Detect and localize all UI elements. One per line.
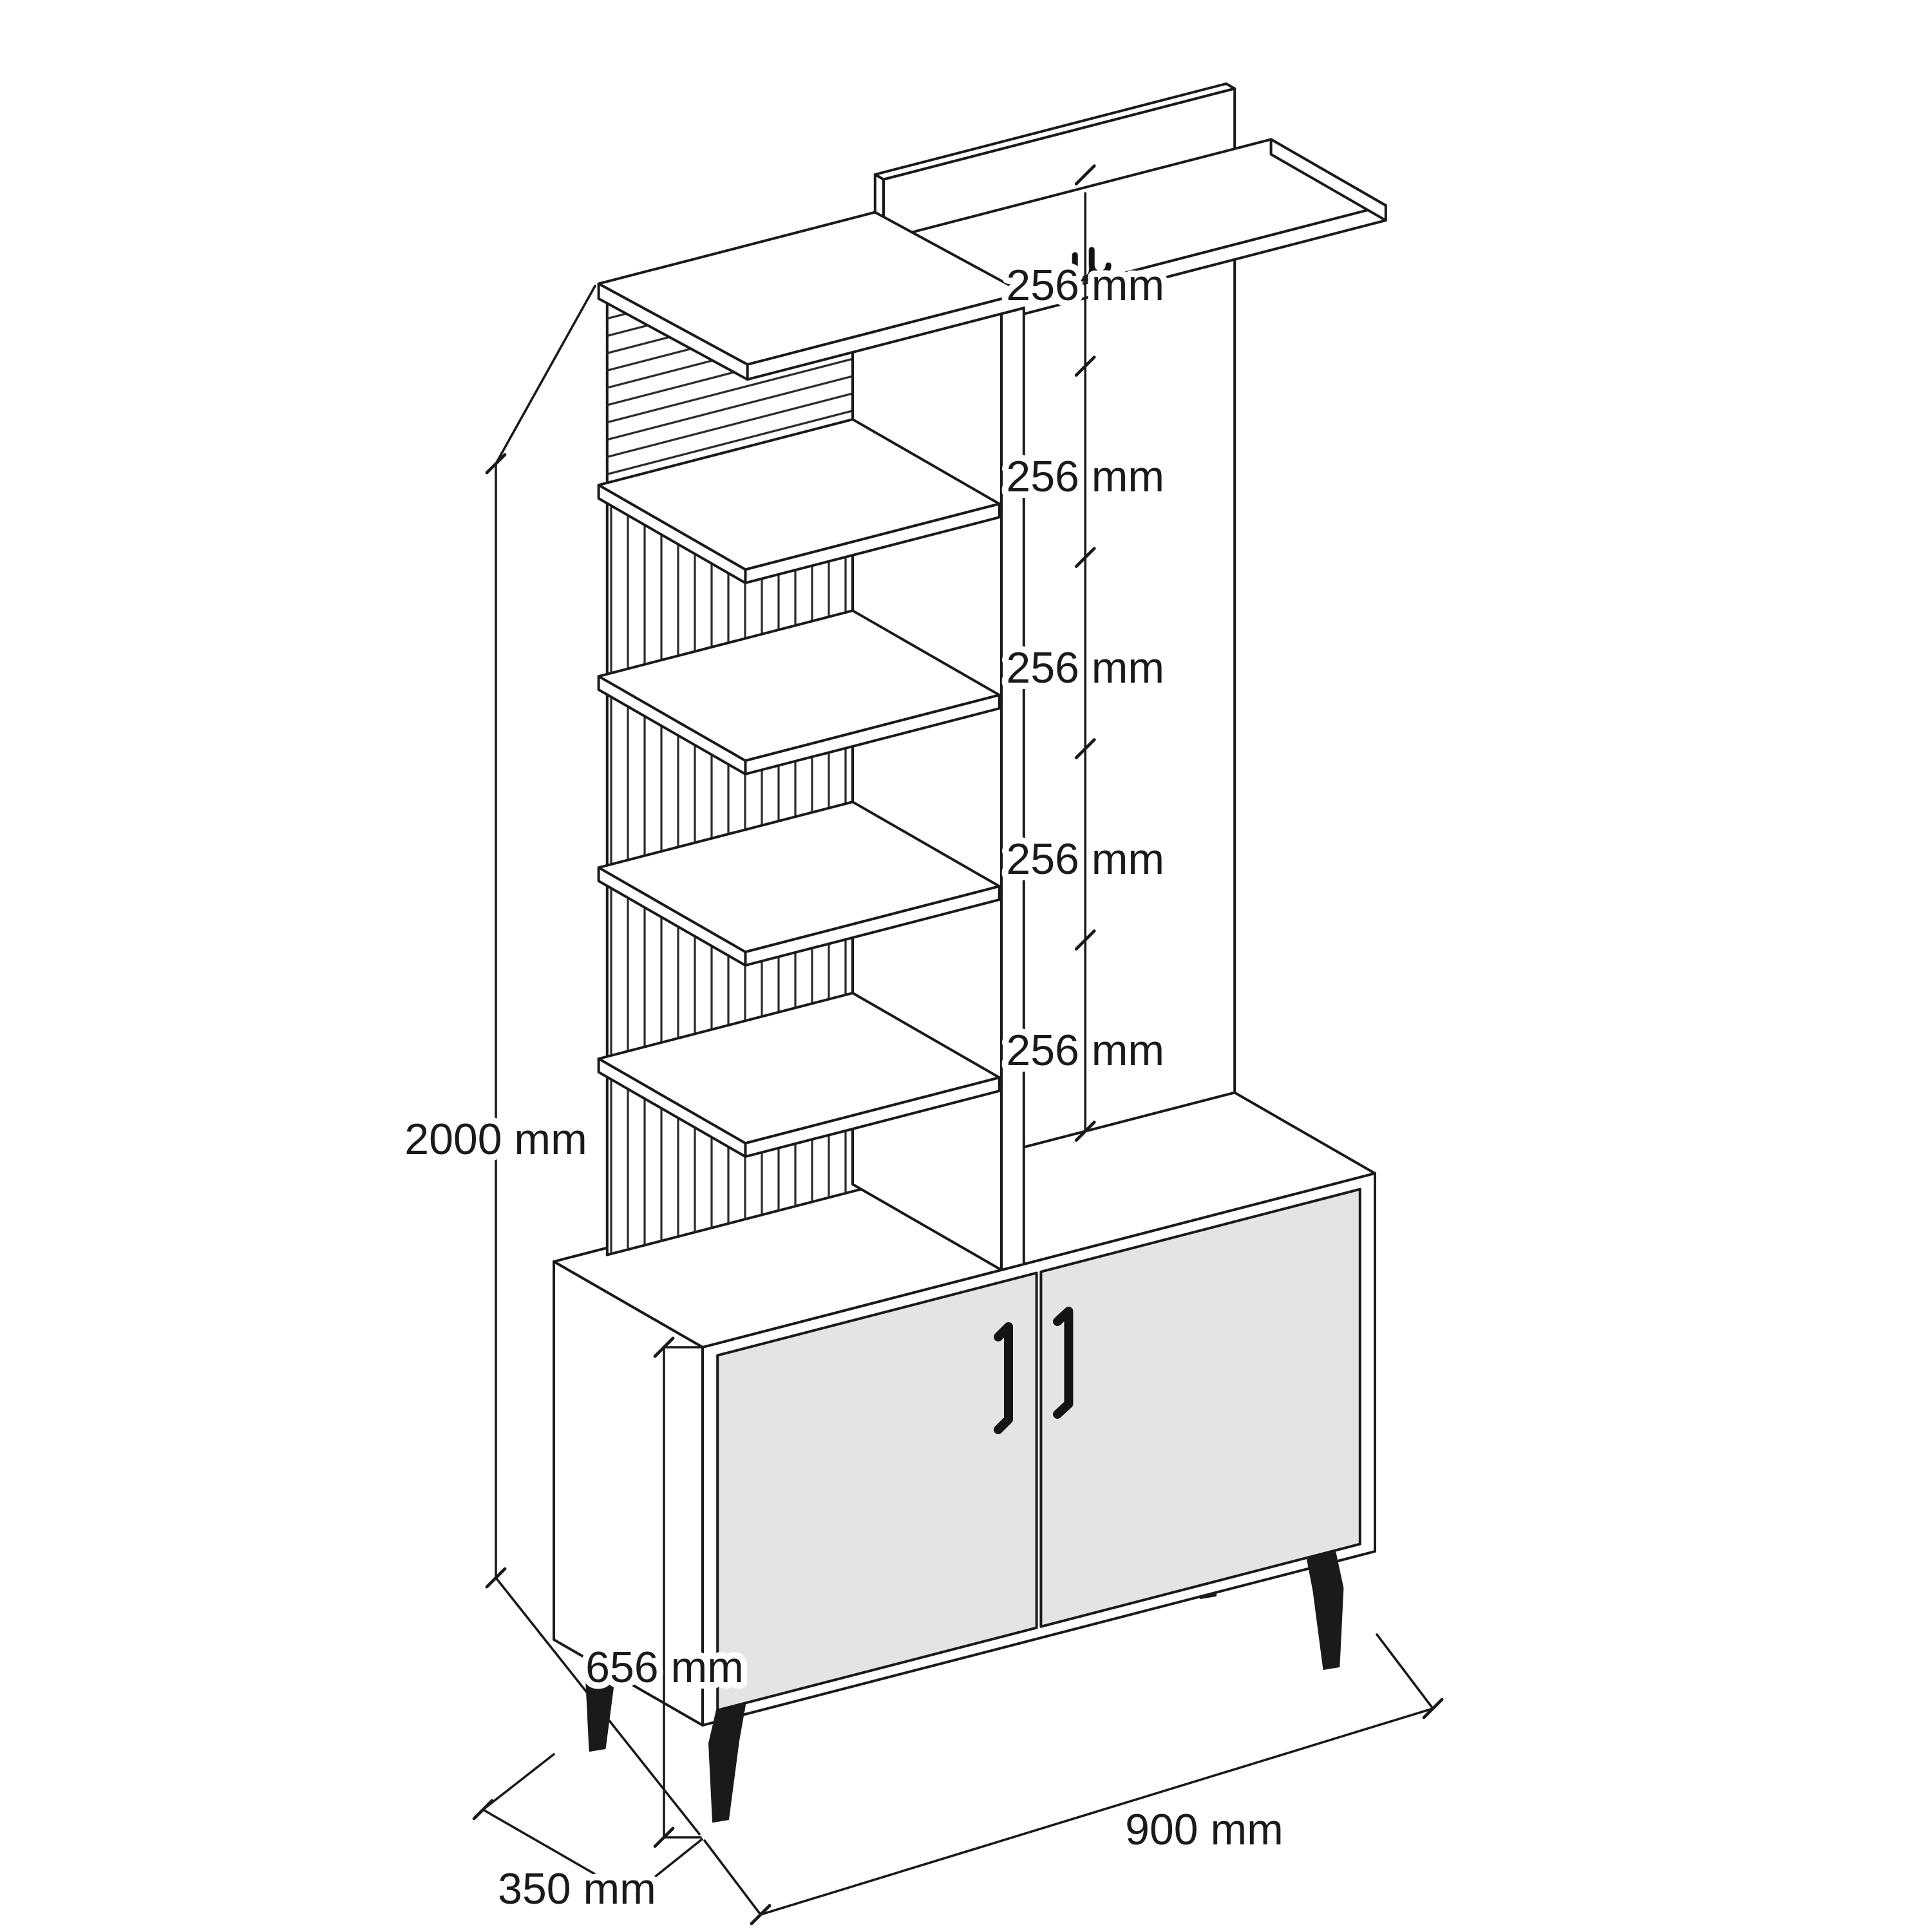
dim-label-gap-1: 256 mm [1006, 261, 1164, 310]
dim-label-gap-4: 256 mm [1006, 835, 1164, 884]
top-shelf-right-edge [1269, 138, 1387, 222]
cabinet-leg-front-right [1306, 1551, 1344, 1670]
dim-shelf-gaps: 256 mm 256 mm 256 mm 256 mm 256 mm [999, 164, 1171, 1142]
coat-hook-right [1072, 247, 1112, 282]
dim-label-total-height: 2000 mm [404, 1115, 587, 1164]
column-shelf-1 [597, 418, 1001, 585]
dim-total-height: 2000 mm [398, 285, 701, 1835]
cabinet-door-left [716, 1271, 1038, 1712]
door-handle-left [994, 1322, 1013, 1434]
dim-depth: 350 mm [472, 1753, 703, 1920]
base-cabinet [553, 1086, 1376, 1823]
column-top-board [597, 211, 1025, 381]
dim-label-depth: 350 mm [498, 1864, 656, 1913]
dim-label-width: 900 mm [1125, 1805, 1283, 1854]
cabinet-door-right [1039, 1188, 1361, 1628]
column-shelf-3 [597, 800, 1001, 967]
column-shelf-4 [597, 992, 1001, 1158]
column-shelf-2 [597, 609, 1001, 775]
dim-label-gap-3: 256 mm [1006, 643, 1164, 692]
dim-cabinet-height: 656 mm [579, 1336, 750, 1848]
top-shelf [873, 138, 1387, 325]
dim-label-gap-2: 256 mm [1006, 452, 1164, 501]
dim-label-cabinet-height: 656 mm [585, 1643, 744, 1692]
dim-label-gap-5: 256 mm [1006, 1026, 1164, 1075]
dim-width: 900 mm [703, 1633, 1444, 1926]
cabinet-leg-front-left [708, 1704, 746, 1823]
door-handle-right [1053, 1307, 1074, 1419]
